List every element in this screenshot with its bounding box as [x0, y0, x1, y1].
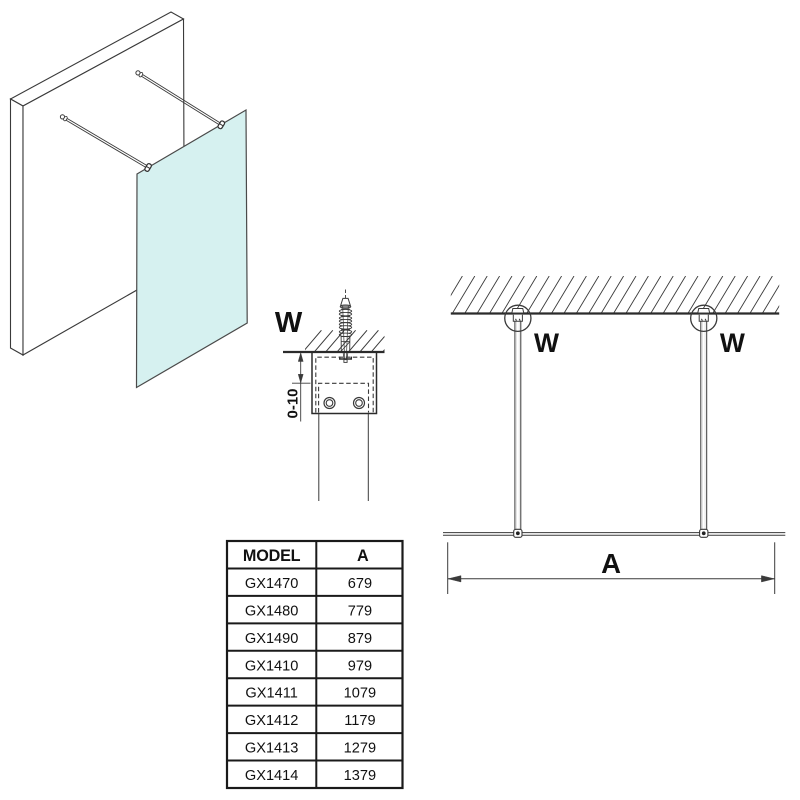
- svg-text:GX1414: GX1414: [245, 768, 299, 784]
- svg-text:A: A: [357, 547, 369, 565]
- svg-text:W: W: [275, 307, 303, 339]
- svg-text:GX1411: GX1411: [245, 686, 297, 702]
- svg-text:0-10: 0-10: [285, 388, 302, 418]
- svg-text:1079: 1079: [344, 686, 376, 702]
- svg-text:879: 879: [348, 631, 372, 647]
- svg-text:GX1480: GX1480: [245, 603, 299, 619]
- svg-text:679: 679: [348, 576, 372, 592]
- svg-text:W: W: [720, 328, 745, 358]
- svg-text:779: 779: [348, 603, 372, 619]
- svg-text:A: A: [601, 548, 621, 579]
- svg-text:979: 979: [348, 658, 372, 674]
- svg-text:MODEL: MODEL: [243, 547, 301, 565]
- svg-text:GX1470: GX1470: [245, 576, 299, 592]
- svg-text:GX1490: GX1490: [245, 631, 299, 647]
- svg-text:GX1412: GX1412: [245, 713, 299, 729]
- svg-text:1379: 1379: [344, 768, 376, 784]
- svg-text:GX1413: GX1413: [245, 741, 299, 757]
- svg-text:1179: 1179: [344, 713, 375, 729]
- svg-text:1279: 1279: [344, 741, 376, 757]
- svg-text:GX1410: GX1410: [245, 658, 299, 674]
- svg-text:W: W: [534, 328, 559, 358]
